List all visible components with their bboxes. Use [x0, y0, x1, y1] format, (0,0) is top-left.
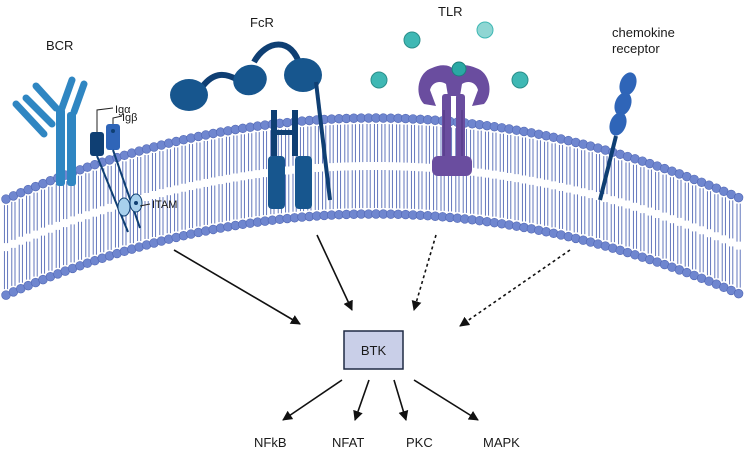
- arrow-btk-to-nfat: [353, 379, 370, 421]
- arrow-btk-to-mapk: [413, 379, 479, 421]
- lipid-head: [733, 288, 744, 299]
- arrow-btk-to-pkc: [393, 379, 409, 421]
- chemokine-receptor: [598, 72, 637, 201]
- output-label-nfkb: NFkB: [254, 435, 287, 449]
- chemokine-label-line2: receptor: [612, 41, 660, 56]
- arrow-chemokine-to-btk: [459, 249, 571, 327]
- itam-motif: [117, 197, 131, 217]
- igbeta-label: Igβ: [122, 112, 138, 124]
- tlr-label: TLR: [438, 4, 463, 19]
- bcr-label: BCR: [46, 38, 73, 53]
- tlr-receptor: [418, 65, 490, 176]
- igalpha-block: [90, 132, 104, 156]
- itam-label: ITAM: [152, 199, 177, 211]
- output-label-nfat: NFAT: [332, 435, 364, 449]
- arrow-tlr-to-btk: [411, 234, 437, 311]
- arrow-fcr-to-btk: [316, 234, 353, 311]
- arrow-btk-to-nfkb: [282, 379, 343, 421]
- tlr-ligands: [370, 21, 529, 89]
- output-label-mapk: MAPK: [483, 435, 520, 449]
- chemokine-label-line1: chemokine: [612, 25, 675, 40]
- input-arrows: [173, 234, 571, 327]
- lipid-head: [733, 192, 744, 203]
- igalpha-label: Igα: [115, 104, 131, 116]
- arrow-bcr-to-btk: [173, 249, 301, 325]
- output-label-pkc: PKC: [406, 435, 433, 449]
- fcr-label: FcR: [250, 15, 274, 30]
- bcr-receptor: [12, 76, 151, 233]
- labels: BCR Igα Igβ ITAM FcR TLR chemokine recep…: [46, 4, 675, 450]
- output-arrows: [282, 379, 479, 421]
- btk-node: BTK: [343, 330, 404, 370]
- btk-label: BTK: [361, 343, 387, 358]
- igbeta-block: [106, 124, 120, 150]
- fcr-receptor: [170, 41, 332, 209]
